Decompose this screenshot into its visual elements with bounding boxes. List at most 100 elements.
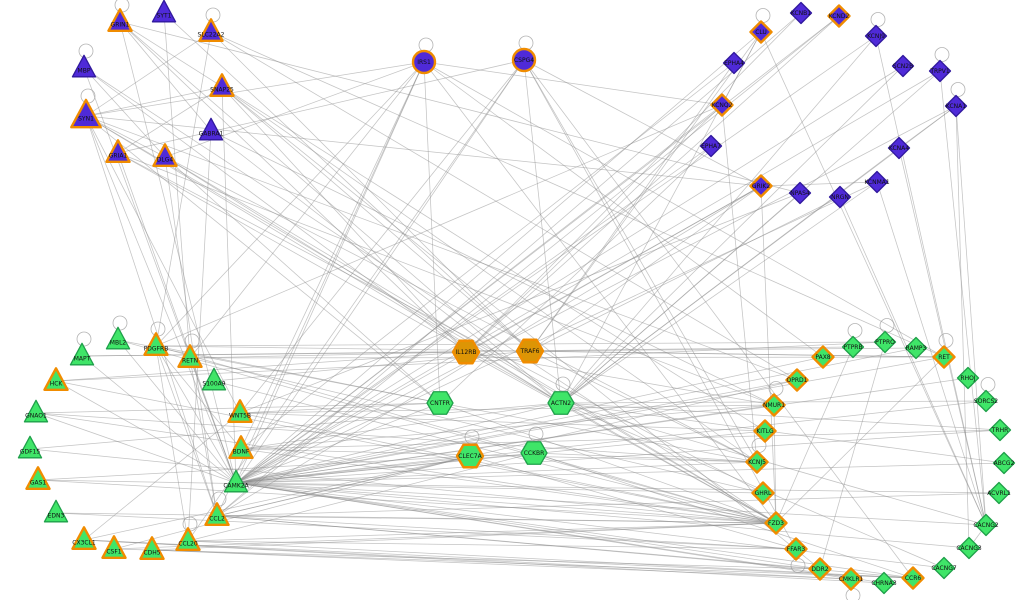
node-grin1[interactable]: GRIN1 bbox=[107, 8, 133, 33]
edge bbox=[529, 62, 735, 352]
edge bbox=[117, 339, 441, 404]
node-trhr[interactable]: TRHR bbox=[988, 418, 1012, 442]
edge bbox=[163, 12, 191, 359]
node-abcg2[interactable]: ABCG2 bbox=[992, 451, 1016, 475]
node-trpv1[interactable]: TRPV1 bbox=[928, 59, 952, 83]
node-cckbr[interactable]: CCKBR bbox=[520, 441, 548, 465]
diamond-shape bbox=[864, 24, 888, 48]
edge bbox=[469, 455, 797, 550]
node-edn3[interactable]: EDN3 bbox=[43, 499, 69, 523]
node-ptprb[interactable]: PTPRB bbox=[841, 335, 865, 359]
node-mbl2[interactable]: MBL2 bbox=[105, 326, 131, 350]
node-gabra1[interactable]: GABRA1 bbox=[199, 117, 224, 141]
triangle-shape bbox=[71, 54, 97, 78]
node-kcnj9[interactable]: KCNJ9 bbox=[864, 24, 888, 48]
node-cacng2[interactable]: CACNG2 bbox=[973, 513, 999, 537]
edge bbox=[240, 62, 735, 450]
diamond-shape bbox=[762, 393, 786, 417]
edge bbox=[55, 380, 777, 524]
edge bbox=[235, 70, 941, 484]
node-ddr2[interactable]: DDR2 bbox=[808, 557, 832, 581]
triangle-shape bbox=[70, 98, 102, 129]
edge bbox=[117, 152, 764, 494]
edge bbox=[423, 61, 824, 358]
node-syt1[interactable]: SYT1 bbox=[151, 0, 177, 23]
edge bbox=[533, 452, 758, 463]
circle-shape bbox=[511, 47, 537, 73]
diamond-shape bbox=[992, 451, 1016, 475]
node-kcnd2[interactable]: KCND2 bbox=[827, 4, 851, 28]
diamond-shape bbox=[944, 94, 968, 118]
node-cntfr[interactable]: CNTFR bbox=[426, 391, 454, 415]
node-il12rb[interactable]: IL12RB bbox=[451, 339, 481, 365]
edge bbox=[235, 61, 425, 484]
triangle-shape bbox=[69, 342, 95, 366]
node-mbp[interactable]: MBP bbox=[71, 54, 97, 78]
edge bbox=[117, 339, 237, 484]
self-loop bbox=[845, 588, 861, 600]
node-ccr6[interactable]: CCR6 bbox=[901, 566, 925, 590]
node-clu[interactable]: CLU bbox=[749, 20, 773, 44]
node-rhoj[interactable]: RHOJ bbox=[956, 366, 980, 390]
edge bbox=[85, 115, 798, 381]
edge bbox=[187, 59, 525, 542]
node-epha4[interactable]: EPHA4 bbox=[722, 51, 746, 75]
node-slc22a2[interactable]: SLC22A2 bbox=[198, 18, 225, 43]
node-oprd1[interactable]: OPRD1 bbox=[785, 368, 809, 392]
triangle-shape bbox=[107, 8, 133, 33]
node-kcna1[interactable]: KCNA1 bbox=[944, 94, 968, 118]
node-nmur1[interactable]: NMUR1 bbox=[762, 393, 786, 417]
self-loop bbox=[870, 12, 886, 27]
triangle-shape bbox=[25, 466, 51, 491]
self-loop bbox=[934, 47, 950, 62]
triangle-shape bbox=[228, 435, 254, 460]
diamond-shape bbox=[932, 345, 956, 369]
edge bbox=[721, 104, 758, 463]
node-hck[interactable]: HCK bbox=[43, 367, 69, 392]
node-kcna4[interactable]: KCNA4 bbox=[887, 136, 911, 160]
node-pax8[interactable]: PAX8 bbox=[811, 345, 835, 369]
node-acvrl1[interactable]: ACVRL1 bbox=[987, 481, 1011, 505]
edge bbox=[35, 412, 777, 524]
node-wnt5b[interactable]: WNT5B bbox=[227, 399, 253, 424]
node-cacng7[interactable]: CACNG7 bbox=[931, 556, 957, 580]
edge bbox=[523, 59, 762, 187]
edge bbox=[189, 357, 237, 484]
edge bbox=[773, 404, 777, 524]
node-gnao1[interactable]: GNAO1 bbox=[23, 399, 49, 423]
node-gdf15[interactable]: GDF15 bbox=[17, 435, 43, 459]
node-ptpro[interactable]: PTPRO bbox=[873, 330, 897, 354]
edge bbox=[423, 61, 945, 358]
edge bbox=[37, 479, 764, 494]
node-irs1[interactable]: IRS1 bbox=[411, 49, 437, 75]
diamond-shape bbox=[722, 51, 746, 75]
node-snap25[interactable]: SNAP25 bbox=[209, 73, 235, 98]
edge bbox=[113, 548, 821, 570]
node-traf6[interactable]: TRAF6 bbox=[515, 338, 545, 364]
edge bbox=[465, 351, 775, 406]
edge bbox=[529, 350, 758, 463]
node-actn2[interactable]: ACTN2 bbox=[547, 391, 575, 415]
edge bbox=[164, 156, 218, 517]
edge bbox=[439, 145, 712, 404]
edge bbox=[560, 402, 987, 526]
node-gas1[interactable]: GAS1 bbox=[25, 466, 51, 491]
node-clec7a[interactable]: CLEC7A bbox=[455, 443, 485, 469]
edge bbox=[235, 65, 904, 484]
edge bbox=[155, 345, 237, 484]
self-loop bbox=[980, 377, 996, 392]
node-chrna3[interactable]: CHRNA3 bbox=[871, 571, 897, 595]
edge bbox=[187, 540, 914, 579]
node-cacng3[interactable]: CACNG3 bbox=[956, 536, 982, 560]
self-loop bbox=[950, 82, 966, 97]
node-mapt[interactable]: MAPT bbox=[69, 342, 95, 366]
edge bbox=[529, 196, 841, 352]
edge bbox=[775, 356, 945, 524]
edge bbox=[83, 539, 885, 584]
edge bbox=[235, 104, 723, 484]
edge bbox=[216, 515, 797, 550]
node-cspg4[interactable]: CSPG4 bbox=[511, 47, 537, 73]
edge bbox=[533, 452, 914, 579]
edge bbox=[55, 512, 777, 524]
node-kcnma1[interactable]: KCNMA1 bbox=[864, 170, 890, 194]
